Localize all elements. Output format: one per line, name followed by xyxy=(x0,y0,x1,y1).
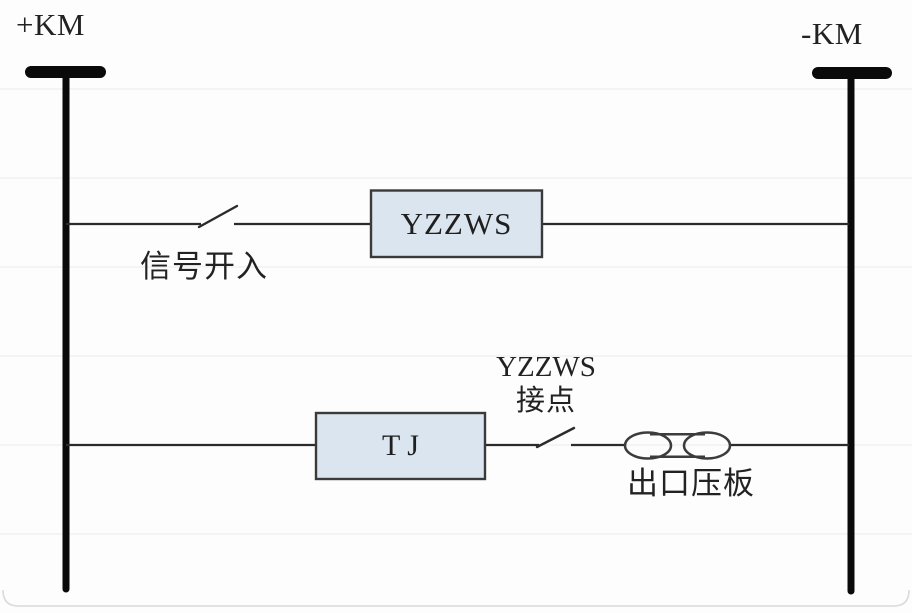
minus-bus-label: -KM xyxy=(801,16,863,51)
yzzws-contact-icon xyxy=(535,426,576,449)
tj-relay-box xyxy=(314,411,487,481)
tj-box-label: T J xyxy=(382,429,419,462)
signal-switch-icon xyxy=(197,204,239,229)
minus-bus-bar xyxy=(812,67,892,595)
outlet-plate-label: 出口压板 xyxy=(627,466,755,501)
yzzws-contact-label-line1: YZZWS xyxy=(496,351,596,383)
yzzws-contact-label: YZZWS 接点 xyxy=(446,350,646,418)
outlet-plate-icon xyxy=(623,431,732,460)
yzzws-relay-box xyxy=(369,189,544,259)
yzzws-contact-label-line2: 接点 xyxy=(515,385,576,417)
frame-bottom-border xyxy=(2,589,910,607)
plus-bus-bar xyxy=(25,66,106,593)
yzzws-box-label: YZZWS xyxy=(400,205,513,241)
plus-bus-label: +KM xyxy=(16,7,85,42)
signal-input-label: 信号开入 xyxy=(140,249,268,284)
